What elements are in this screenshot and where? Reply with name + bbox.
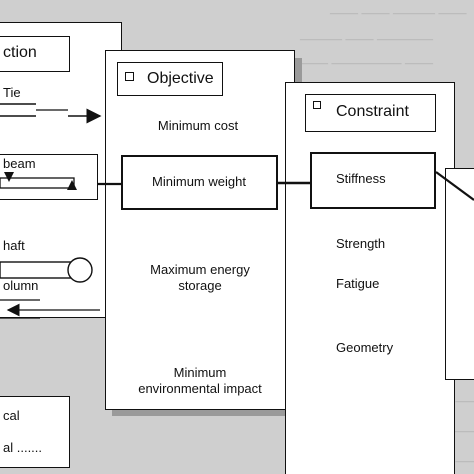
function-item-column: olumn: [3, 278, 39, 293]
objective-item-max-energy-line1: Maximum energy: [150, 262, 250, 277]
column-arrow: [0, 299, 100, 319]
constraint-title: Constraint: [336, 103, 409, 120]
beam-support-right-icon: [67, 180, 77, 190]
constraint-item-fatigue: Fatigue: [336, 276, 380, 291]
material-panel-cropped: [445, 168, 474, 380]
beam-item-box: [0, 154, 98, 200]
stiffness-material-link: [435, 171, 474, 201]
beam-sketch: [0, 172, 121, 190]
objective-item-max-energy-line2: storage: [178, 278, 222, 293]
shaft-sketch: [0, 257, 93, 283]
beam-support-left-icon: [4, 172, 14, 182]
objective-item-min-weight-box[interactable]: [121, 155, 278, 210]
constraint-item-stiffness-box[interactable]: [310, 152, 436, 209]
objective-item-min-weight: Minimum weight: [152, 174, 246, 189]
objective-item-min-env-line2: environmental impact: [138, 381, 262, 396]
constraint-panel: [285, 82, 455, 474]
constraint-item-strength: Strength: [336, 236, 386, 251]
function-item-tie: Tie: [3, 85, 21, 100]
constraint-item-geometry: Geometry: [336, 340, 394, 355]
constraint-title-box: [305, 94, 436, 132]
objective-panel: [105, 50, 295, 410]
objective-item-min-env-line1: Minimum: [173, 365, 227, 380]
function-title: ction: [3, 44, 37, 61]
objective-title-marker: [125, 72, 134, 81]
function-item-beam: beam: [3, 156, 36, 171]
bottom-box-line2: al .......: [3, 440, 43, 455]
objective-title: Objective: [147, 70, 214, 87]
objective-title-box: [117, 62, 223, 96]
bottom-box-line1: cal: [3, 408, 20, 423]
tie-rod-sketch: [0, 103, 102, 124]
constraint-title-marker: [313, 101, 321, 109]
function-item-shaft: haft: [3, 238, 25, 253]
constraint-item-stiffness: Stiffness: [336, 171, 386, 186]
objective-item-min-cost: Minimum cost: [157, 118, 239, 133]
function-title-box: [0, 36, 70, 72]
bottom-left-box: [0, 396, 70, 468]
